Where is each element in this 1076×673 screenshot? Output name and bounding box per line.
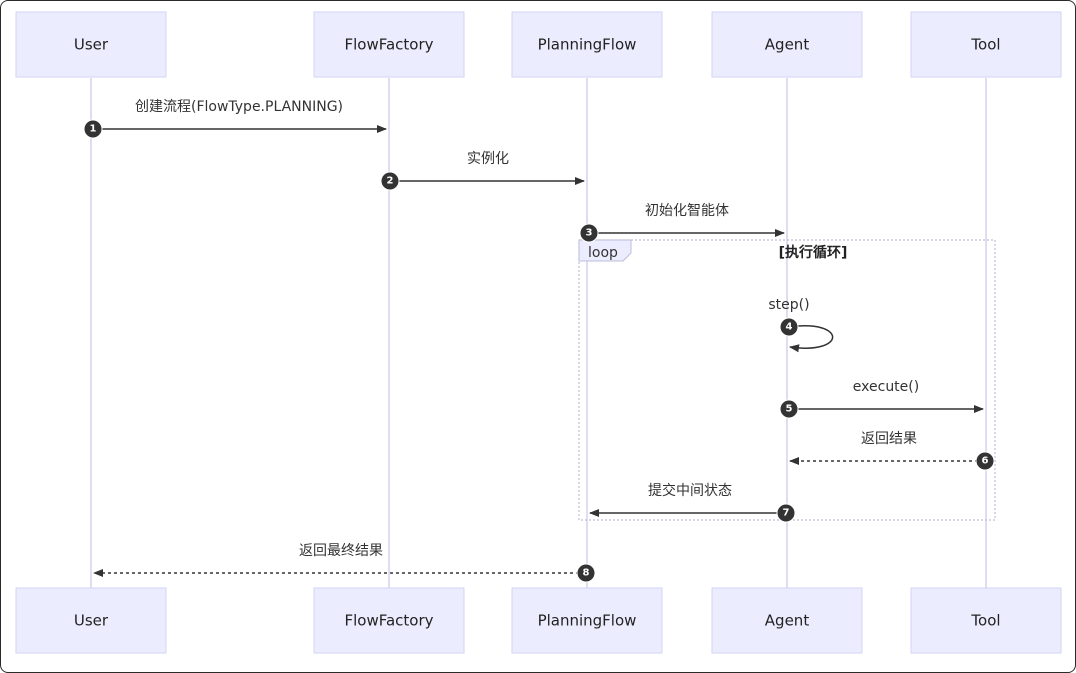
actor-bottom-agent: Agent bbox=[711, 587, 863, 654]
svg-text:FlowFactory: FlowFactory bbox=[344, 36, 433, 54]
message-6-label: 返回结果 bbox=[861, 431, 917, 447]
actor-top-tool: Tool bbox=[910, 11, 1062, 78]
svg-text:2: 2 bbox=[387, 176, 394, 187]
svg-text:Agent: Agent bbox=[765, 612, 810, 630]
message-1: 创建流程(FlowType.PLANNING) 1 bbox=[83, 99, 387, 139]
actor-top-planningflow: PlanningFlow bbox=[511, 11, 663, 78]
svg-text:Agent: Agent bbox=[765, 36, 810, 54]
svg-text:PlanningFlow: PlanningFlow bbox=[538, 36, 637, 54]
svg-text:4: 4 bbox=[786, 322, 793, 333]
message-7: 提交中间状态 7 bbox=[589, 482, 796, 523]
svg-text:7: 7 bbox=[783, 508, 790, 519]
loop-condition: [执行循环] bbox=[779, 244, 848, 261]
svg-text:Tool: Tool bbox=[970, 612, 1000, 630]
message-1-label: 创建流程(FlowType.PLANNING) bbox=[135, 99, 343, 115]
svg-text:PlanningFlow: PlanningFlow bbox=[538, 612, 637, 630]
message-8-label: 返回最终结果 bbox=[299, 543, 383, 559]
svg-text:5: 5 bbox=[786, 404, 793, 415]
message-3: 初始化智能体 3 bbox=[579, 202, 785, 243]
loop-frame: loop [执行循环] bbox=[578, 239, 996, 521]
message-2-label: 实例化 bbox=[467, 151, 509, 167]
svg-text:6: 6 bbox=[982, 456, 989, 467]
actor-bottom-tool: Tool bbox=[910, 587, 1062, 654]
message-3-label: 初始化智能体 bbox=[645, 202, 729, 219]
actor-bottom-flowfactory: FlowFactory bbox=[313, 587, 465, 654]
message-5-label: execute() bbox=[853, 379, 919, 395]
message-4: step() 4 bbox=[768, 297, 834, 353]
svg-text:Tool: Tool bbox=[970, 36, 1000, 54]
actor-top-agent: Agent bbox=[711, 11, 863, 78]
svg-text:User: User bbox=[74, 612, 109, 630]
actor-top-user: User bbox=[15, 11, 167, 78]
message-2: 实例化 2 bbox=[380, 151, 585, 191]
svg-text:FlowFactory: FlowFactory bbox=[344, 612, 433, 630]
message-5: execute() 5 bbox=[779, 379, 984, 419]
message-7-label: 提交中间状态 bbox=[648, 482, 732, 499]
svg-text:User: User bbox=[74, 36, 109, 54]
message-6: 返回结果 6 bbox=[789, 431, 995, 471]
svg-text:1: 1 bbox=[90, 124, 97, 135]
actor-top-flowfactory: FlowFactory bbox=[313, 11, 465, 78]
actor-bottom-planningflow: PlanningFlow bbox=[511, 587, 663, 654]
svg-text:8: 8 bbox=[583, 568, 590, 579]
svg-text:3: 3 bbox=[586, 228, 593, 239]
actor-bottom-user: User bbox=[15, 587, 167, 654]
message-4-label: step() bbox=[768, 297, 809, 313]
loop-keyword: loop bbox=[588, 245, 618, 261]
message-8: 返回最终结果 8 bbox=[93, 543, 596, 583]
